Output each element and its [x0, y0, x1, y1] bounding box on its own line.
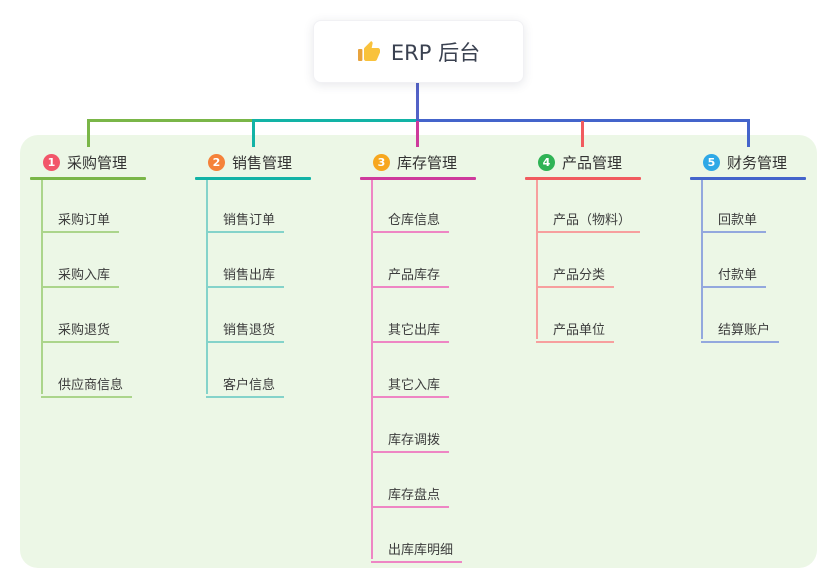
- child-node[interactable]: 销售订单: [206, 203, 285, 233]
- child-node[interactable]: 供应商信息: [41, 368, 133, 398]
- child-node[interactable]: 采购退货: [41, 313, 120, 343]
- branch-inventory: 3 库存管理 仓库信息 产品库存 其它出库 其它入库 库存调拨 库存盘点 出库库…: [360, 147, 476, 563]
- child-node[interactable]: 产品单位: [536, 313, 615, 343]
- child-node[interactable]: 库存盘点: [371, 478, 450, 508]
- branch-underline: [30, 177, 146, 180]
- child-node[interactable]: 产品库存: [371, 258, 450, 288]
- connector-trunk: [416, 81, 419, 121]
- branch-underline: [690, 177, 806, 180]
- branch-badge: 4: [538, 153, 555, 171]
- connector-drop-branch-4: [581, 121, 584, 147]
- root-node[interactable]: ERP 后台: [313, 20, 524, 83]
- child-node[interactable]: 采购入库: [41, 258, 120, 288]
- branch-spine: [371, 180, 373, 559]
- branch-finance: 5 财务管理 回款单 付款单 结算账户: [690, 147, 806, 343]
- branch-spine: [536, 180, 538, 339]
- thumbs-up-icon: [357, 40, 381, 64]
- branch-badge: 3: [373, 153, 390, 171]
- root-title: ERP 后台: [390, 40, 481, 65]
- connector-drop-branch-2: [252, 119, 255, 147]
- child-node[interactable]: 其它入库: [371, 368, 450, 398]
- branch-label: 采购管理: [67, 153, 128, 172]
- branch-node-purchase[interactable]: 1 采购管理: [30, 147, 146, 177]
- branch-underline: [525, 177, 641, 180]
- branch-node-sales[interactable]: 2 销售管理: [195, 147, 311, 177]
- branch-label: 销售管理: [232, 153, 293, 172]
- branch-label: 产品管理: [562, 153, 623, 172]
- branch-label: 库存管理: [397, 153, 458, 172]
- child-node[interactable]: 库存调拨: [371, 423, 450, 453]
- branch-node-finance[interactable]: 5 财务管理: [690, 147, 806, 177]
- branch-node-product[interactable]: 4 产品管理: [525, 147, 641, 177]
- branch-underline: [195, 177, 311, 180]
- branch-badge: 5: [703, 153, 720, 171]
- branch-spine: [701, 180, 703, 339]
- branch-purchase: 1 采购管理 采购订单 采购入库 采购退货 供应商信息: [30, 147, 146, 398]
- connector-horizontal-branch-1: [87, 119, 254, 122]
- connector-drop-branch-1: [87, 119, 90, 147]
- branch-node-inventory[interactable]: 3 库存管理: [360, 147, 476, 177]
- connector-drop-branch-3: [416, 121, 419, 147]
- connector-horizontal-branch-5: [416, 119, 750, 122]
- branch-badge: 1: [43, 153, 60, 171]
- child-node[interactable]: 结算账户: [701, 313, 780, 343]
- child-node[interactable]: 采购订单: [41, 203, 120, 233]
- child-node[interactable]: 产品分类: [536, 258, 615, 288]
- child-node[interactable]: 销售出库: [206, 258, 285, 288]
- child-node[interactable]: 销售退货: [206, 313, 285, 343]
- child-node[interactable]: 回款单: [701, 203, 767, 233]
- branch-underline: [360, 177, 476, 180]
- child-node[interactable]: 其它出库: [371, 313, 450, 343]
- branch-product: 4 产品管理 产品（物料） 产品分类 产品单位: [525, 147, 641, 343]
- child-node[interactable]: 客户信息: [206, 368, 285, 398]
- mindmap-panel: [20, 135, 817, 568]
- child-node[interactable]: 产品（物料）: [536, 203, 641, 233]
- branch-label: 财务管理: [727, 153, 788, 172]
- connector-horizontal-branch-2: [252, 119, 418, 122]
- child-node[interactable]: 出库库明细: [371, 533, 463, 563]
- child-node[interactable]: 仓库信息: [371, 203, 450, 233]
- child-node[interactable]: 付款单: [701, 258, 767, 288]
- branch-badge: 2: [208, 153, 225, 171]
- branch-sales: 2 销售管理 销售订单 销售出库 销售退货 客户信息: [195, 147, 311, 398]
- connector-drop-branch-5: [747, 119, 750, 147]
